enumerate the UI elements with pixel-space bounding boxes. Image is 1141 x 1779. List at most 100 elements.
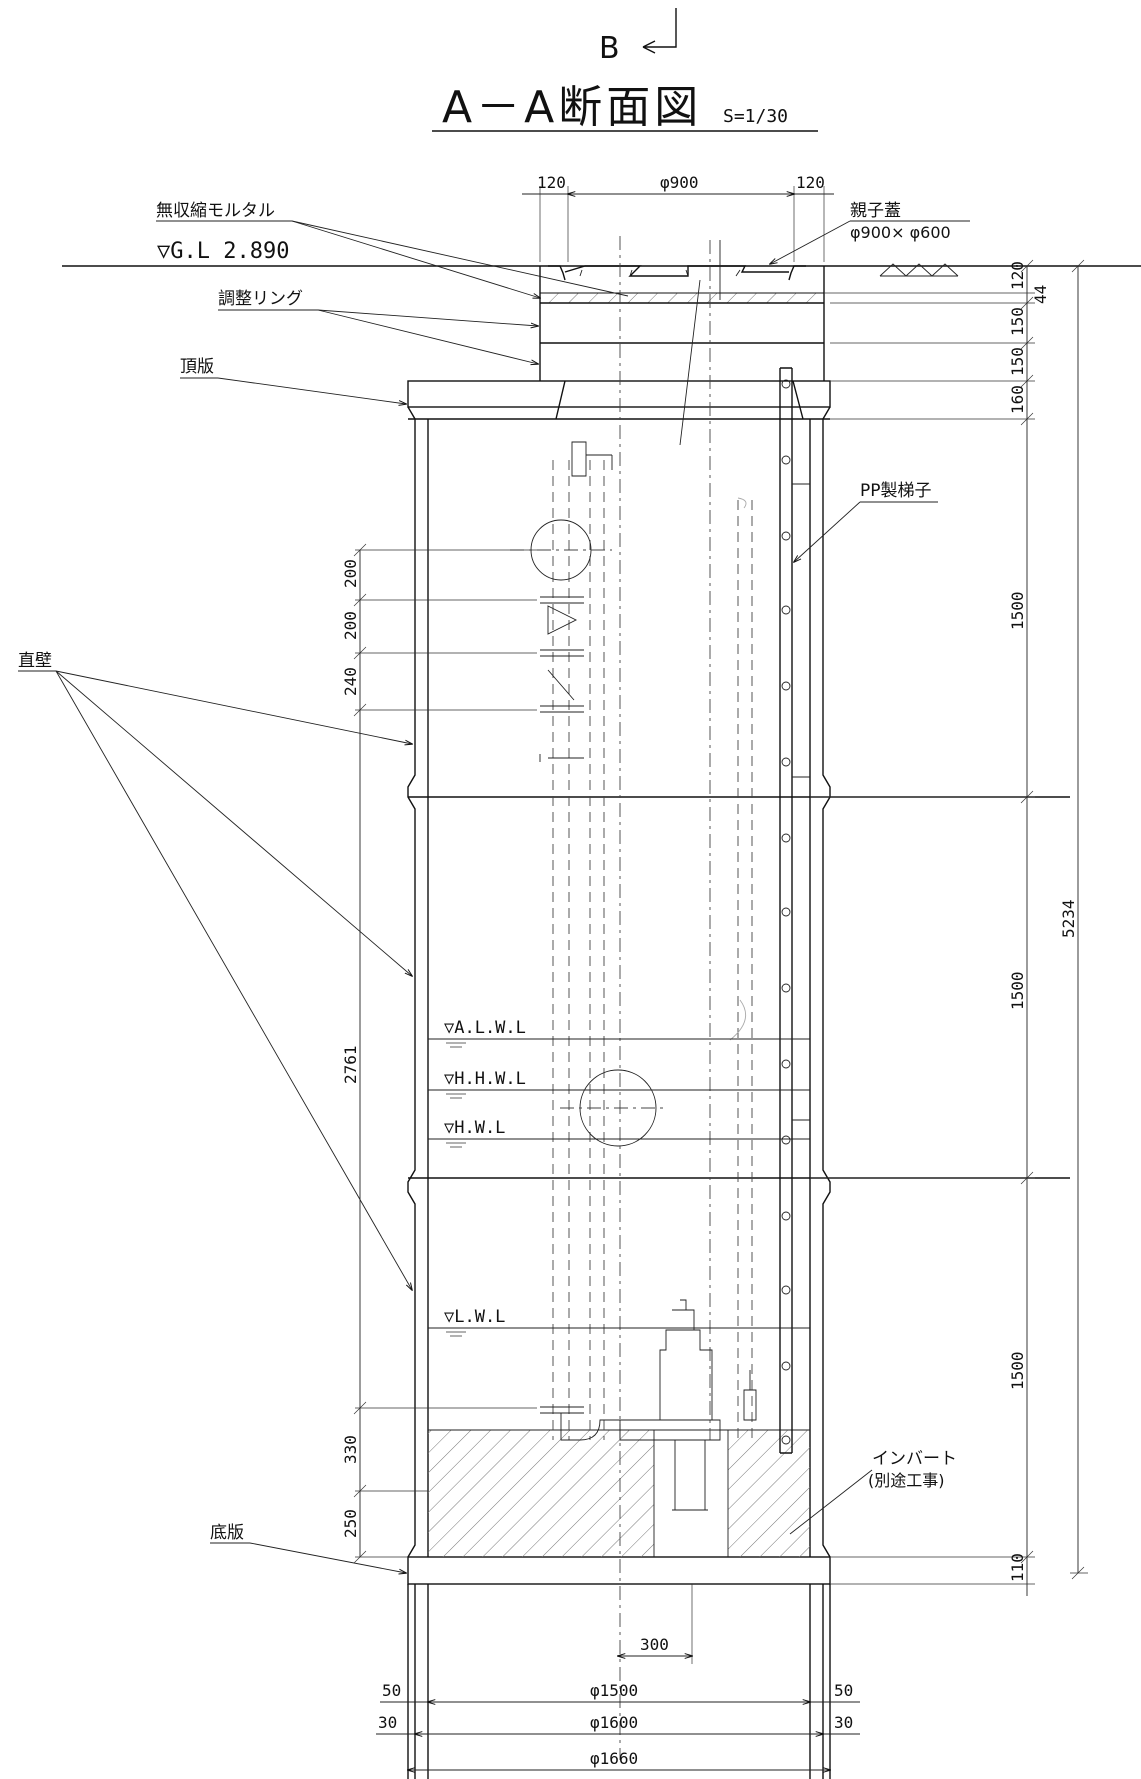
dim-left-330: 330 [341, 1435, 360, 1464]
ladder-rails [779, 367, 793, 1454]
cover-lid [564, 265, 789, 277]
pump-base [619, 1419, 721, 1511]
dim-bottom-dia-1660: φ1660 [590, 1749, 638, 1768]
dim-top-120-left: 120 [537, 173, 566, 192]
dim-left-200b: 200 [341, 611, 360, 640]
foundation-lines [407, 1584, 831, 1779]
mortar-leader [291, 220, 540, 298]
dim-bottom-50-right: 50 [834, 1681, 853, 1700]
lwl-symbol [446, 1331, 466, 1337]
valve-symbols [540, 596, 584, 713]
float-switch [743, 1370, 757, 1421]
invert-leader [789, 1469, 873, 1535]
straight-wall-leader-1 [55, 670, 412, 744]
elbow-pipe [540, 1406, 660, 1441]
invert [428, 1430, 654, 1557]
dim-left-200a: 200 [341, 559, 360, 588]
ladder-rungs [781, 379, 791, 1445]
ground-level-label: ▽G.L 2.890 [157, 239, 289, 264]
cover-label: 親子蓋 [850, 201, 901, 221]
hwl-symbol [446, 1142, 466, 1148]
dim-top-120-right: 120 [796, 173, 825, 192]
mortar-label: 無収縮モルタル [156, 201, 275, 221]
dim-bottom-30-left: 30 [378, 1713, 397, 1732]
dim-right-150b: 150 [1008, 347, 1027, 376]
adjust-ring-leader-2 [317, 309, 538, 364]
adjust-ring-label: 調整リング [218, 289, 303, 309]
water-levels: ▽A.L.W.L ▽H.H.W.L ▽H.W.L ▽L.W.L [428, 1018, 810, 1337]
cover-size-label: φ900× φ600 [850, 223, 951, 242]
dim-bottom-50-left: 50 [382, 1681, 401, 1700]
adjust-ring-leader-1 [317, 309, 538, 326]
dim-left-2761: 2761 [341, 1045, 360, 1084]
dim-right-1500c: 1500 [1008, 1351, 1027, 1390]
discharge-pipe [552, 460, 605, 1440]
alwl-label: ▽A.L.W.L [444, 1018, 526, 1038]
hwl-label: ▽H.W.L [444, 1118, 505, 1138]
dim-right-160: 160 [1008, 385, 1027, 414]
invert-label: インバート [872, 1449, 957, 1469]
piping [510, 236, 757, 1760]
dim-right-1500a: 1500 [1008, 591, 1027, 630]
invert-outline [428, 1429, 810, 1557]
cover-inner-line [679, 240, 721, 446]
bottom-slab [407, 1556, 831, 1585]
wall-right-outer [822, 406, 831, 1558]
bottom-dimensions: 300 50 φ1500 50 30 φ1600 30 φ1660 [376, 1584, 860, 1770]
drawing-scale: S=1/30 [723, 106, 788, 127]
top-slab-label: 頂版 [180, 357, 214, 377]
hhwl-label: ▽H.H.W.L [444, 1069, 526, 1089]
top-slab-leader [217, 377, 406, 404]
wall-left-outer [407, 406, 416, 1558]
dim-left-250: 250 [341, 1509, 360, 1538]
check-symbol [539, 754, 584, 762]
manhole-structure [407, 265, 1070, 1779]
hhwl-symbol [446, 1093, 466, 1099]
cover-leader [770, 220, 851, 264]
bottom-slab-label: 底版 [210, 1523, 244, 1543]
ladder-label: PP製梯子 [860, 481, 932, 501]
cover-frame [548, 265, 806, 281]
dim-top-dia-900: φ900 [660, 173, 699, 192]
dim-bottom-dia-1600: φ1600 [590, 1713, 638, 1732]
dim-bottom-300: 300 [640, 1635, 669, 1654]
mortar-layer [539, 292, 825, 304]
top-slab [407, 380, 831, 408]
neck-walls [539, 266, 825, 381]
top-slab-opening [555, 380, 804, 420]
section-marker-arrow [642, 8, 677, 54]
bottom-slab-leader [249, 1542, 406, 1573]
dim-bottom-30-right: 30 [834, 1713, 853, 1732]
air-valve [571, 441, 613, 477]
leader-labels: 無収縮モルタル ▽G.L 2.890 調整リング 頂版 直壁 底版 親子蓋 φ9… [18, 201, 970, 1573]
top-dimensions: 120 φ900 120 [522, 173, 834, 262]
dim-right-44: 44 [1031, 285, 1050, 304]
right-dimensions: 120 44 150 150 160 1500 1500 1500 110 52… [810, 259, 1088, 1596]
ladder-leader [794, 501, 861, 562]
invert-right [728, 1430, 810, 1557]
straight-wall-leader-2 [55, 670, 412, 976]
section-marker: B [599, 31, 620, 66]
lwl-label: ▽L.W.L [444, 1307, 505, 1327]
drawing-title: A－A断面図 [442, 82, 702, 133]
alwl-symbol [446, 1042, 466, 1048]
straight-wall-label: 直壁 [18, 651, 52, 671]
dim-right-120: 120 [1008, 261, 1027, 290]
soil-symbol [879, 263, 959, 277]
header: B A－A断面図 S=1/30 [432, 8, 818, 133]
invert-note-label: (別途工事) [868, 1471, 945, 1490]
straight-wall-leader-3 [55, 670, 412, 1290]
guide-pipe [737, 500, 753, 1440]
dim-right-1500b: 1500 [1008, 971, 1027, 1010]
ladder-brackets [792, 483, 810, 1121]
pump-body [659, 1299, 713, 1421]
dim-total-5234: 5234 [1059, 899, 1078, 938]
left-dimensions: 200 200 240 2761 330 250 [341, 543, 537, 1564]
float-cable [729, 497, 747, 1041]
dim-bottom-dia-1500: φ1500 [590, 1681, 638, 1700]
dim-right-110: 110 [1008, 1553, 1027, 1582]
cover-lid-grooves [579, 269, 741, 277]
dim-left-240: 240 [341, 667, 360, 696]
dim-right-150a: 150 [1008, 307, 1027, 336]
